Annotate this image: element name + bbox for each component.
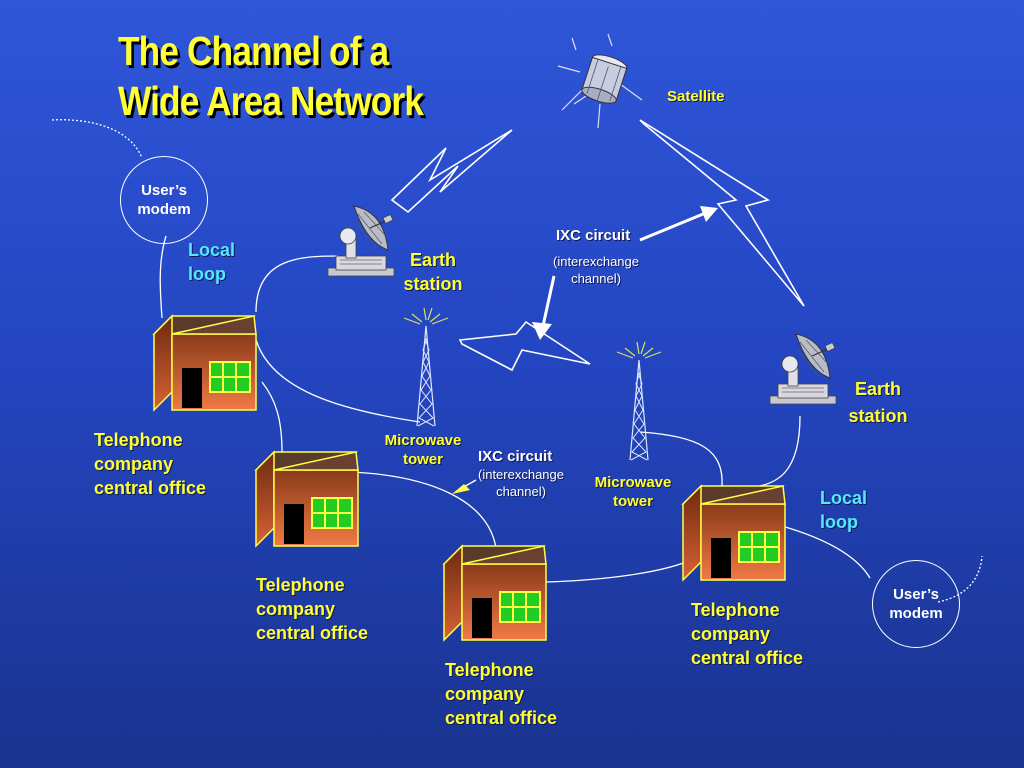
office-3-line-1: Telephone	[445, 660, 534, 680]
link-local-loop-left	[159, 235, 167, 319]
central-office-4-icon	[682, 485, 786, 581]
earth-station-left-line-1: Earth	[409, 250, 456, 270]
ixc-circuit-top-label: IXC circuit	[556, 227, 631, 244]
earth-station-right-label: Earth station	[842, 376, 914, 430]
ixc-circuit-mid-detail: (interexchange channel)	[464, 466, 578, 500]
page-title: The Channel of a Wide Area Network	[118, 26, 424, 126]
central-office-1-icon	[153, 315, 257, 411]
microwave-tower-left-label: Microwave tower	[378, 431, 468, 469]
tower-left-line-2: tower	[402, 451, 443, 468]
modem-right-line-1: User’s	[893, 586, 939, 603]
link-office3-office4	[545, 561, 687, 583]
local-loop-right-line-1: Local	[820, 488, 868, 508]
satellite-icon	[557, 33, 643, 129]
link-office1-earth-station	[255, 255, 339, 313]
title-line-1: The Channel of a	[118, 28, 389, 74]
local-loop-right-label: Local loop	[820, 486, 867, 534]
microwave-tower-right-label: Microwave tower	[586, 473, 680, 511]
central-office-1-label: Telephone company central office	[94, 428, 206, 500]
microwave-tower-right-icon	[616, 341, 662, 461]
earth-station-right-line-2: station	[848, 406, 908, 426]
link-left-modem-dotted	[51, 119, 143, 159]
office-4-line-3: central office	[691, 648, 804, 668]
tower-left-line-1: Microwave	[384, 432, 462, 449]
earth-station-left-line-2: station	[403, 274, 463, 294]
modem-left-line-2: modem	[137, 201, 191, 218]
office-1-line-3: central office	[94, 478, 207, 498]
central-office-4-label: Telephone company central office	[691, 598, 803, 670]
link-right-modem-dotted	[937, 555, 983, 603]
earth-station-right-line-1: Earth	[854, 379, 901, 399]
link-office4-earth-station	[739, 415, 801, 489]
central-office-2-icon	[255, 451, 359, 547]
office-3-line-2: company	[445, 684, 525, 704]
central-office-3-label: Telephone company central office	[445, 658, 557, 730]
ixc-circuit-mid-label: IXC circuit	[478, 448, 553, 465]
ixc-circuit-top-detail: (interexchange channel)	[538, 253, 654, 287]
office-4-line-2: company	[691, 624, 771, 644]
ixc-top-detail-line-1: (interexchange	[553, 254, 639, 269]
local-loop-left-label: Local loop	[188, 238, 235, 286]
central-office-2-label: Telephone company central office	[256, 573, 368, 645]
office-1-line-1: Telephone	[94, 430, 183, 450]
office-1-line-2: company	[94, 454, 174, 474]
central-office-3-icon	[443, 545, 547, 641]
link-tower-office4	[639, 431, 723, 487]
uplink-left-signal	[390, 129, 513, 214]
users-modem-left: User’s modem	[120, 156, 208, 244]
office-2-line-1: Telephone	[256, 575, 345, 595]
link-office1-office2	[261, 381, 283, 453]
ixc-top-detail-line-2: channel)	[571, 271, 621, 286]
local-loop-left-line-1: Local	[188, 240, 236, 260]
link-office1-tower	[255, 339, 421, 423]
tower-right-line-1: Microwave	[594, 474, 672, 491]
earth-station-right-icon	[769, 333, 837, 405]
modem-right-line-2: modem	[889, 605, 943, 622]
earth-station-left-icon	[327, 205, 395, 277]
office-4-line-1: Telephone	[691, 600, 780, 620]
modem-left-line-1: User’s	[141, 182, 187, 199]
local-loop-right-line-2: loop	[820, 512, 858, 532]
microwave-tower-left-icon	[403, 307, 449, 427]
downlink-right-signal	[639, 119, 805, 307]
users-modem-right: User’s modem	[872, 560, 960, 648]
ixc-mid-detail-line-1: (interexchange	[478, 467, 564, 482]
office-3-line-3: central office	[445, 708, 558, 728]
satellite-label: Satellite	[667, 88, 725, 105]
microwave-signal	[458, 320, 591, 372]
connection-lines	[51, 119, 983, 603]
ixc-arrows	[452, 206, 718, 494]
title-line-2: Wide Area Network	[118, 78, 424, 124]
ixc-mid-detail-line-2: channel)	[496, 484, 546, 499]
office-2-line-2: company	[256, 599, 336, 619]
earth-station-left-label: Earth station	[398, 248, 468, 296]
tower-right-line-2: tower	[612, 493, 653, 510]
link-local-loop-right	[781, 525, 871, 579]
link-office2-office3	[351, 471, 497, 549]
office-2-line-3: central office	[256, 623, 369, 643]
local-loop-left-line-2: loop	[188, 264, 226, 284]
signal-paths	[390, 119, 805, 372]
